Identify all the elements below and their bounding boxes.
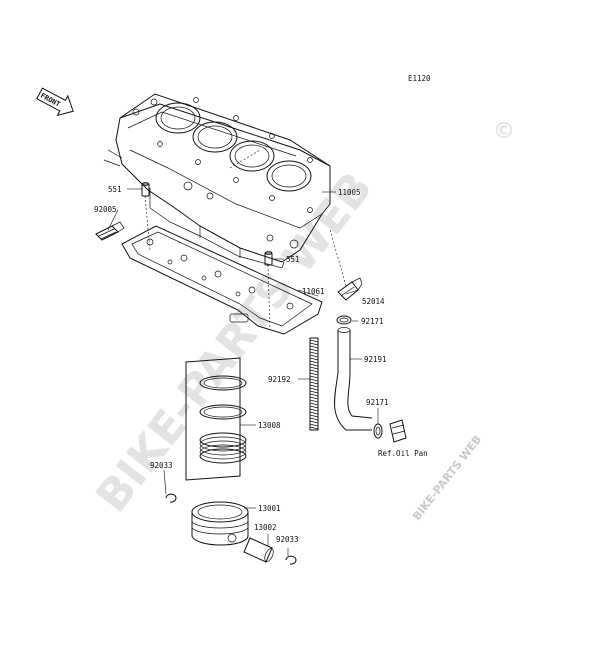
- dowel-pin-551-upper: [141, 182, 150, 197]
- front-arrow-icon: FRONT: [36, 87, 74, 117]
- hose-92191: [334, 327, 373, 431]
- callout-92171-upper[interactable]: 92171: [361, 317, 384, 326]
- leader-lines: [107, 149, 379, 556]
- circlip-92033-left: [165, 493, 177, 503]
- callout-13002[interactable]: 13002: [254, 523, 277, 532]
- diagram-code: E1120: [408, 74, 431, 83]
- callout-92171-lower[interactable]: 92171: [366, 398, 389, 407]
- cylinder-block: [103, 93, 331, 269]
- piston-13001: [191, 501, 249, 546]
- watermark-copyright: ©: [493, 119, 515, 144]
- ref-oil-pan-label[interactable]: Ref.Oil Pan: [378, 449, 428, 458]
- callout-92192[interactable]: 92192: [268, 375, 291, 384]
- piston-pin-13002: [243, 537, 274, 563]
- callout-551-lower[interactable]: 551: [286, 255, 300, 264]
- callout-92033-right[interactable]: 92033: [276, 535, 299, 544]
- watermark-small: BIKE-PARTS WEB: [410, 433, 484, 523]
- callout-52014[interactable]: 52014: [362, 297, 385, 306]
- callout-11061[interactable]: 11061: [302, 287, 325, 296]
- stud-bolt-92005: [95, 221, 125, 241]
- callout-551-upper[interactable]: 551: [108, 185, 122, 194]
- callout-92005[interactable]: 92005: [94, 205, 117, 214]
- oil-pan-fitting: [389, 419, 407, 443]
- callout-13001[interactable]: 13001: [258, 504, 281, 513]
- callout-labels: 551 92005 11005 551 11061 52014 92171 92…: [94, 185, 428, 544]
- callout-11005[interactable]: 11005: [338, 188, 361, 197]
- cylinder-gasket-11061: [121, 225, 323, 335]
- callout-13008[interactable]: 13008: [258, 421, 281, 430]
- callout-92033-left[interactable]: 92033: [150, 461, 173, 470]
- piston-ring-set-13008: [185, 357, 247, 481]
- stud-92192: [309, 337, 319, 431]
- clamp-92171-lower: [373, 423, 383, 439]
- circlip-92033-right: [285, 555, 297, 565]
- clamp-92171-upper: [336, 315, 352, 325]
- callout-92191[interactable]: 92191: [364, 355, 387, 364]
- fitting-52014: [337, 277, 363, 301]
